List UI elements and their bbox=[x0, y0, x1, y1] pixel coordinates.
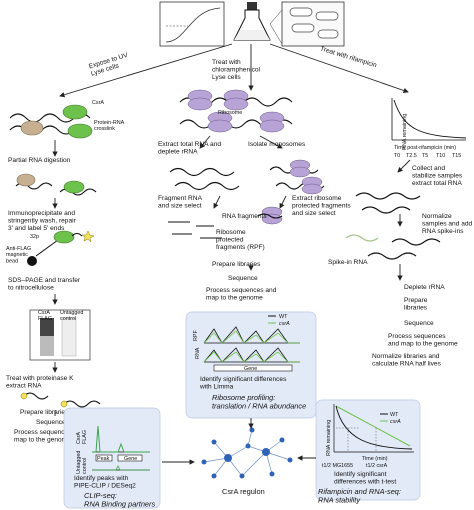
rif-chart-ylabel: RNA remaining bbox=[326, 420, 332, 456]
track-rpf-label: RPF bbox=[193, 330, 199, 341]
track-rna-label: RNA bbox=[195, 347, 201, 359]
rif-legend-csra: csrA bbox=[390, 419, 401, 425]
track-bottom-label: Untaggedcontrol bbox=[76, 451, 88, 474]
decay-curve bbox=[391, 98, 467, 141]
rif-chart-xlabel: Time (min) bbox=[362, 456, 388, 462]
rif-rna-strands bbox=[355, 192, 421, 214]
isolate-label: Isolate monosomes bbox=[248, 141, 306, 148]
ribo-sequence-label: Sequence bbox=[228, 275, 258, 282]
ribo-gene-label: Gene bbox=[244, 366, 257, 372]
half2-label: t1/2 csrA bbox=[366, 463, 388, 469]
treat-rif-label: Treat with rifampicin bbox=[319, 45, 378, 69]
regulon-label: CsrA regulon bbox=[222, 487, 265, 496]
rna-fragment-lines bbox=[168, 221, 222, 239]
protein-icon bbox=[20, 120, 44, 136]
membrane-blot bbox=[29, 309, 91, 361]
antibody-bead-icon bbox=[27, 230, 95, 266]
tick-t10: T10 bbox=[436, 153, 445, 159]
csra-label: CsrA bbox=[92, 100, 104, 106]
spike-in-strands bbox=[345, 234, 441, 260]
tick-t15: T15 bbox=[452, 153, 461, 159]
decay-ylabel: RNA remaining bbox=[402, 114, 408, 150]
growth-curve-inset bbox=[159, 1, 225, 47]
clip-rna-labeled bbox=[20, 392, 101, 408]
tick-t5: T5 bbox=[422, 153, 428, 159]
ribo-legend-wt: WT bbox=[279, 314, 288, 320]
rif-box-title: Rifampicin and RNA-seq:RNA stability bbox=[318, 487, 401, 505]
ribo-prepare-label: Prepare libraries bbox=[212, 261, 261, 268]
track-top-label: CsrAFLAG bbox=[76, 430, 88, 444]
ribo-box-title: Ribosome profiling:translation / RNA abu… bbox=[212, 393, 306, 411]
peak-label: Peak bbox=[97, 456, 110, 462]
gene-label: Gene bbox=[124, 456, 137, 462]
rna-fragments-label: RNA fragments bbox=[222, 213, 267, 220]
half1-label: t1/2 MG1655 bbox=[322, 463, 353, 469]
clip-fragments bbox=[15, 173, 97, 196]
arrow-to-clip bbox=[59, 43, 233, 98]
partial-digestion-label: Partial RNA digestion bbox=[8, 157, 71, 164]
spike-label: Spike-in RNA bbox=[328, 259, 368, 266]
tick-t25: T2.5 bbox=[406, 153, 417, 159]
clip-prepare-label: Prepare libraries bbox=[20, 409, 69, 416]
ribo-result-box bbox=[185, 311, 317, 419]
clip-result-box bbox=[63, 407, 161, 509]
clip-sequence-label: Sequence bbox=[36, 419, 66, 426]
rif-legend-wt: WT bbox=[390, 412, 399, 418]
label-star-icon bbox=[81, 230, 95, 243]
clip-rna-crosslink bbox=[9, 104, 93, 139]
ribosome-rna-row bbox=[179, 89, 293, 133]
ribosome-label: Ribosome bbox=[218, 110, 242, 116]
tick-t0: T0 bbox=[394, 153, 400, 159]
culture-flask-icon bbox=[233, 2, 271, 41]
clip-box-title: CLIP-seq:RNA Binding partners bbox=[84, 491, 156, 509]
rif-sequence-label: Sequence bbox=[404, 320, 434, 327]
deplete-label: Deplete rRNA bbox=[404, 284, 445, 291]
p32-label: 32p bbox=[30, 234, 39, 240]
regulon-network bbox=[201, 427, 293, 479]
rif-result-box bbox=[315, 399, 421, 501]
total-rna-strands bbox=[169, 167, 240, 191]
ribo-legend-csra: csrA bbox=[279, 321, 290, 327]
monosomes bbox=[269, 159, 325, 195]
cells-inset bbox=[269, 1, 345, 47]
decay-xlabel: Time post-rifampicin (min) bbox=[394, 145, 456, 151]
csra-protein-icon bbox=[62, 104, 88, 120]
arrow-to-rif bbox=[269, 43, 409, 94]
rpf-monosome bbox=[257, 206, 283, 225]
expose-uv-label: Expose to UVLyse cells bbox=[88, 52, 131, 78]
